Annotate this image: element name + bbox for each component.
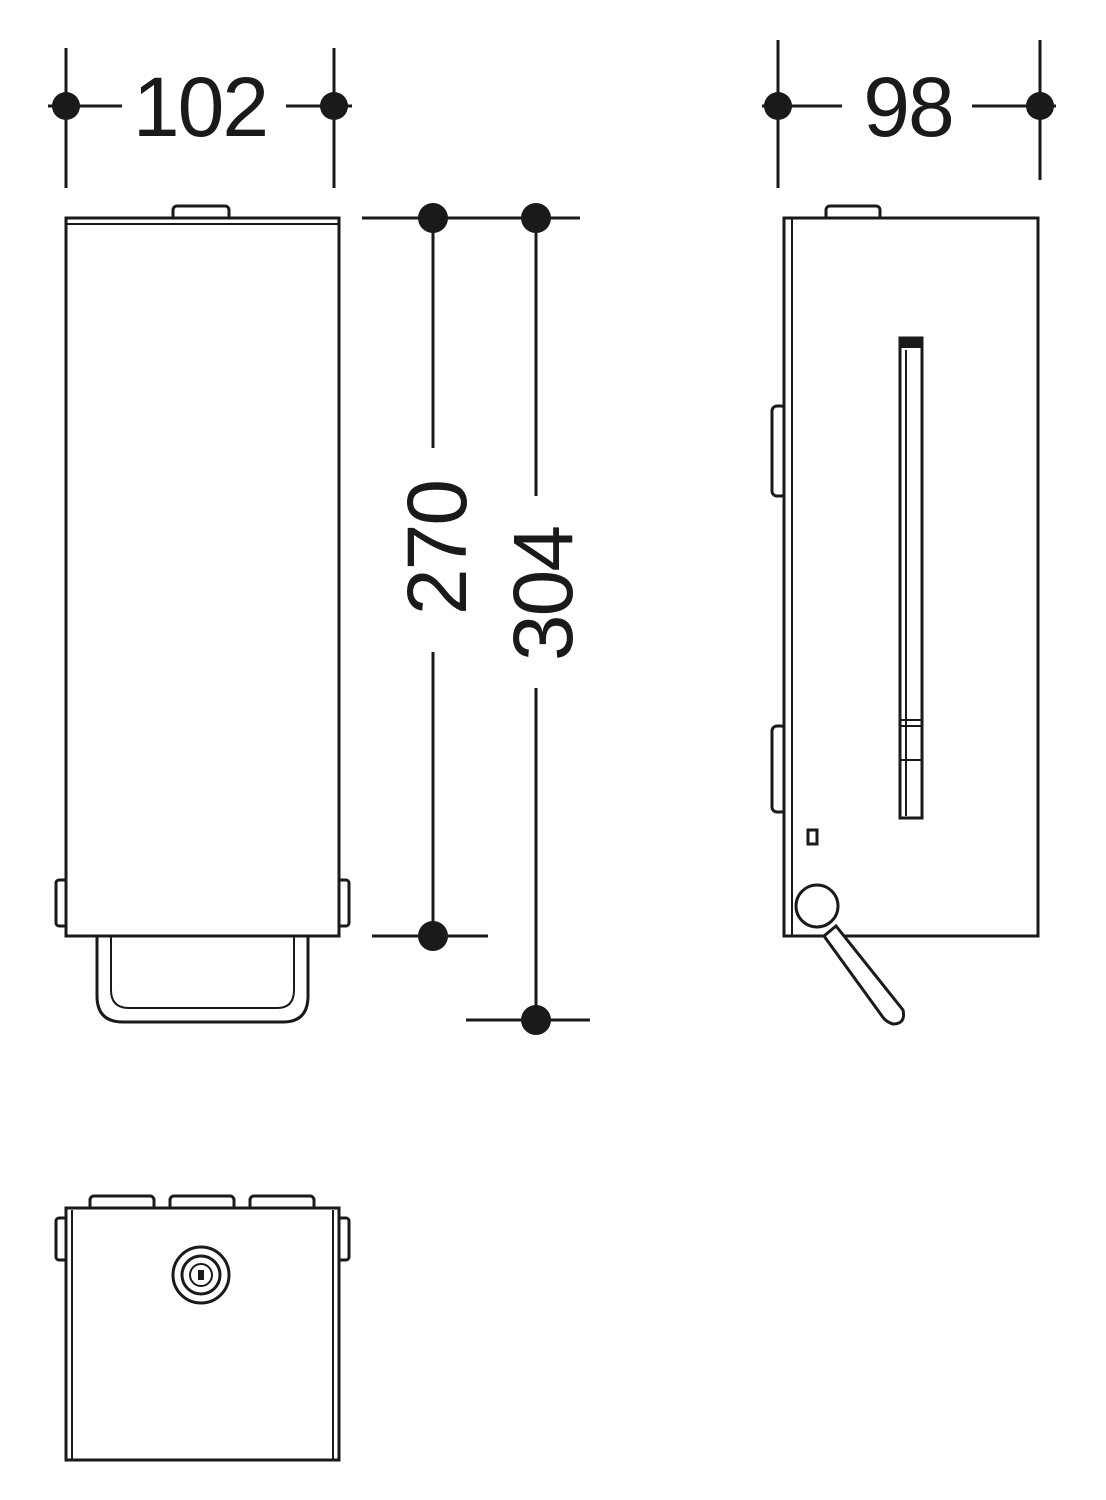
side-view [770, 204, 1040, 1026]
top-view [54, 1194, 351, 1462]
side-marker [806, 828, 819, 846]
depth-dimension: 98 [762, 40, 1056, 188]
front-bottom-bracket [95, 936, 310, 1024]
depth-label: 98 [863, 60, 952, 154]
front-view [54, 204, 351, 1024]
level-window [898, 336, 924, 820]
dispense-lever [821, 923, 905, 1026]
overall-height-label: 304 [496, 527, 590, 661]
overall-height-dimension: 304 [466, 203, 590, 1035]
inner-height-dimension: 270 [362, 203, 500, 951]
lock-icon [171, 1245, 231, 1305]
pivot-knob [794, 883, 840, 929]
width-label: 102 [133, 60, 267, 154]
front-body [64, 216, 341, 938]
inner-height-label: 270 [390, 481, 484, 615]
width-dimension: 102 [48, 48, 352, 188]
